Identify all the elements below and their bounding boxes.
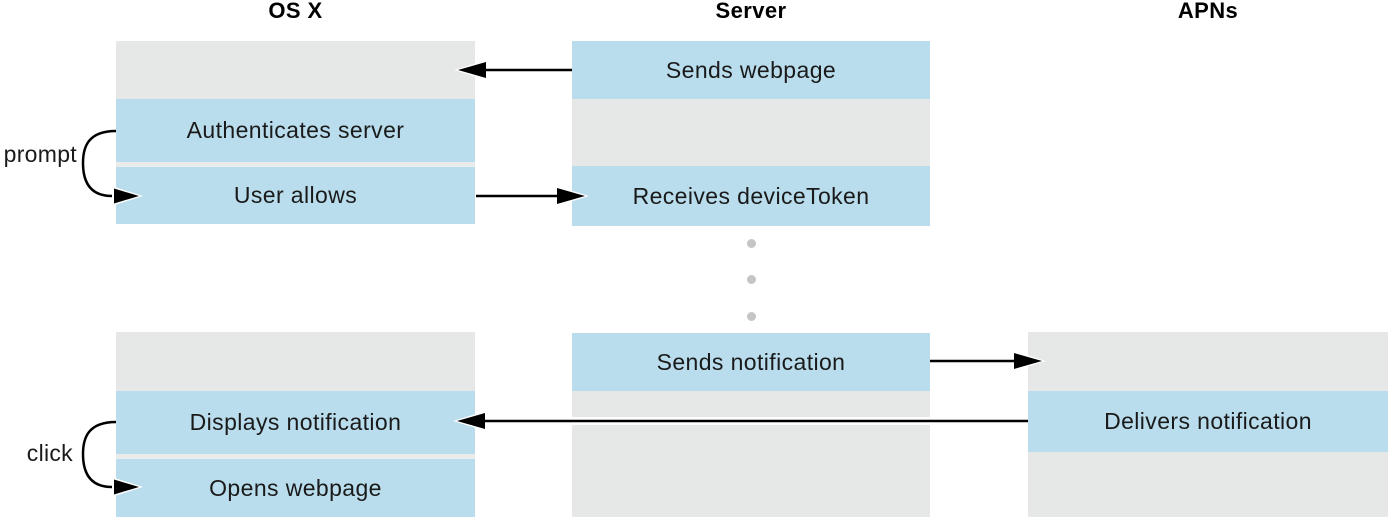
- server-notification-block: Sends notification: [572, 333, 930, 517]
- row-separator: [116, 162, 475, 167]
- column-title-osx: OS X: [268, 0, 323, 23]
- step-receives-devicetoken: Receives deviceToken: [572, 166, 930, 226]
- server-idle-row: [572, 99, 930, 166]
- click-label: click: [26, 440, 73, 466]
- ellipsis-dot: [747, 239, 756, 248]
- step-opens-webpage: Opens webpage: [116, 459, 475, 517]
- step-sends-notification: Sends notification: [572, 333, 930, 391]
- step-displays-notification: Displays notification: [116, 391, 475, 454]
- step-authenticates-server: Authenticates server: [116, 99, 475, 162]
- osx-notification-block: Displays notification Opens webpage: [116, 332, 475, 517]
- step-user-allows: User allows: [116, 167, 475, 224]
- ellipsis-dot: [747, 312, 756, 321]
- apns-notification-block: Delivers notification: [1028, 332, 1388, 517]
- apns-idle-row: [1028, 332, 1388, 391]
- osx-idle-row: [116, 41, 475, 99]
- osx-idle-row: [116, 332, 475, 391]
- step-delivers-notification: Delivers notification: [1028, 391, 1388, 452]
- apns-idle-row: [1028, 452, 1388, 517]
- server-idle-row: [572, 391, 930, 517]
- prompt-label: prompt: [3, 141, 77, 167]
- column-title-server: Server: [715, 0, 787, 23]
- osx-registration-block: Authenticates server User allows: [116, 41, 475, 224]
- step-sends-webpage: Sends webpage: [572, 41, 930, 99]
- row-separator: [116, 454, 475, 459]
- column-title-apns: APNs: [1177, 0, 1239, 23]
- ellipsis-dot: [747, 275, 756, 284]
- server-registration-block: Sends webpage Receives deviceToken: [572, 41, 930, 226]
